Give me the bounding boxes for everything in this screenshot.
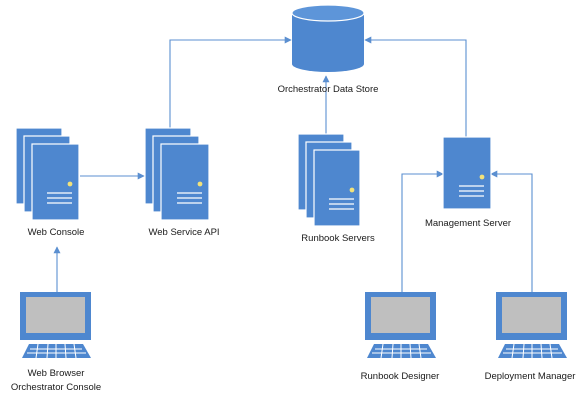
web-service-api-label: Web Service API <box>148 227 219 238</box>
computer-monitor-icon <box>365 292 436 359</box>
management-server-label: Management Server <box>425 218 511 229</box>
management-server-node: Management Server <box>425 136 511 229</box>
web-service-api-node: Web Service API <box>144 127 220 238</box>
runbook-designer-label: Runbook Designer <box>361 371 440 382</box>
server-stack-icon <box>144 127 210 221</box>
web-browser-label: Web Browser <box>28 368 85 379</box>
edge-management-server-to-data-store <box>364 36 467 137</box>
orchestrator-console-label: Orchestrator Console <box>11 382 101 393</box>
server-stack-icon <box>15 127 80 221</box>
computer-monitor-icon <box>496 292 567 359</box>
data-store-label: Orchestrator Data Store <box>278 84 379 95</box>
web-console-node: Web Console <box>15 127 85 238</box>
web-browser-node: Web Browser Orchestrator Console <box>11 292 101 393</box>
edge-deployment-manager-to-management-server <box>490 170 533 292</box>
server-icon <box>442 136 492 210</box>
edge-runbook-designer-to-management-server <box>401 170 444 292</box>
deployment-manager-node: Deployment Manager <box>485 292 576 382</box>
web-console-label: Web Console <box>28 227 85 238</box>
server-stack-icon <box>297 133 361 227</box>
edge-web-service-api-to-data-store <box>169 36 292 128</box>
computer-monitor-icon <box>20 292 91 359</box>
runbook-servers-node: Runbook Servers <box>297 133 375 244</box>
deployment-manager-label: Deployment Manager <box>485 371 576 382</box>
runbook-servers-label: Runbook Servers <box>301 233 375 244</box>
data-store-node: Orchestrator Data Store <box>278 4 379 95</box>
database-cylinder-icon <box>291 4 365 72</box>
runbook-designer-node: Runbook Designer <box>361 292 440 382</box>
